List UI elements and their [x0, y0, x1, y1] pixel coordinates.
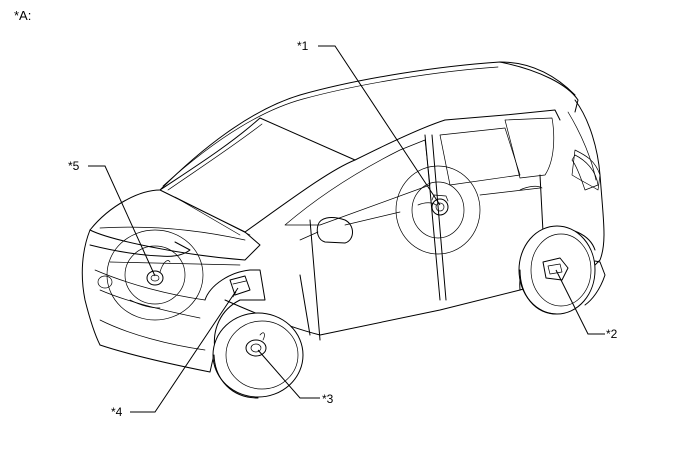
view-label: *A: [14, 8, 32, 23]
leader-3 [257, 349, 320, 399]
leader-1 [318, 45, 441, 206]
zone-circle-center [344, 165, 541, 255]
callout-1: *1 [297, 39, 309, 53]
sensor-part-5 [146, 260, 171, 286]
rear-wheel [518, 225, 596, 315]
leader-4 [130, 287, 239, 413]
leader-lines [88, 45, 605, 413]
leader-2 [555, 269, 605, 335]
sensor-part-2 [542, 257, 569, 281]
leader-5 [88, 165, 156, 277]
sensor-part-1 [431, 194, 449, 216]
sensor-part-4 [229, 275, 251, 298]
callout-4: *4 [111, 405, 123, 419]
callout-2: *2 [606, 327, 618, 341]
sensor-part-3 [245, 332, 267, 357]
callout-5: *5 [68, 159, 80, 173]
car-body [81, 61, 606, 373]
callout-3: *3 [322, 392, 334, 406]
zone-circle-front [106, 229, 241, 321]
